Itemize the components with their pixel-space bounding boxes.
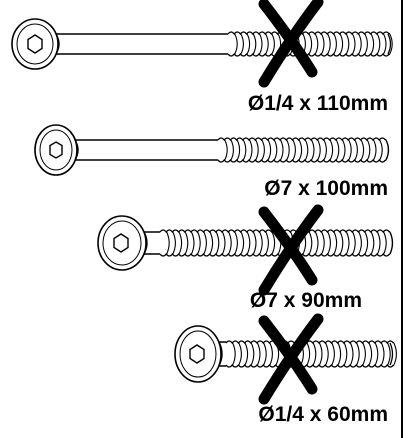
screw-head xyxy=(174,325,222,383)
thread-tip xyxy=(389,342,394,366)
cross-stroke xyxy=(258,204,324,296)
screw-2-size-label: Ø7 x 100mm xyxy=(264,177,388,200)
thread-tip xyxy=(389,231,394,255)
screw-shank xyxy=(219,341,226,367)
cross-mark-icon xyxy=(258,0,324,88)
hex-socket-icon xyxy=(27,34,43,54)
screw-thread xyxy=(217,137,390,163)
thread-crest xyxy=(225,340,394,368)
cross-mark-icon xyxy=(258,204,324,296)
cross-stroke xyxy=(258,313,324,405)
screw-2 xyxy=(34,124,390,176)
thread-ridges xyxy=(223,138,389,162)
screw-3 xyxy=(97,215,394,271)
thread-crest xyxy=(227,31,390,57)
thread-ridges xyxy=(233,32,393,56)
screw-1 xyxy=(11,18,393,70)
thread-tip xyxy=(385,139,390,161)
thread-crest xyxy=(217,137,386,163)
screw-thread xyxy=(227,31,393,57)
hex-socket-icon xyxy=(189,344,205,364)
screw-4-size-label: Ø1/4 x 60mm xyxy=(258,403,388,426)
screw-3-size-label: Ø7 x 90mm xyxy=(249,289,362,312)
screw-shank xyxy=(75,139,218,161)
screw-head xyxy=(11,18,59,70)
thread-ridges xyxy=(231,341,397,367)
screw-1-size-label: Ø1/4 x 110mm xyxy=(247,92,388,115)
thread-tip xyxy=(387,33,392,55)
screw-4 xyxy=(174,325,397,383)
screw-thread xyxy=(225,340,397,368)
cross-stroke xyxy=(258,0,324,88)
screw-head xyxy=(34,124,78,176)
screw-shank xyxy=(144,231,160,255)
cross-mark-icon xyxy=(258,313,324,405)
hex-socket-icon xyxy=(113,233,129,253)
screw-head xyxy=(97,215,147,271)
screw-shank xyxy=(56,33,228,55)
hex-socket-icon xyxy=(49,141,63,159)
